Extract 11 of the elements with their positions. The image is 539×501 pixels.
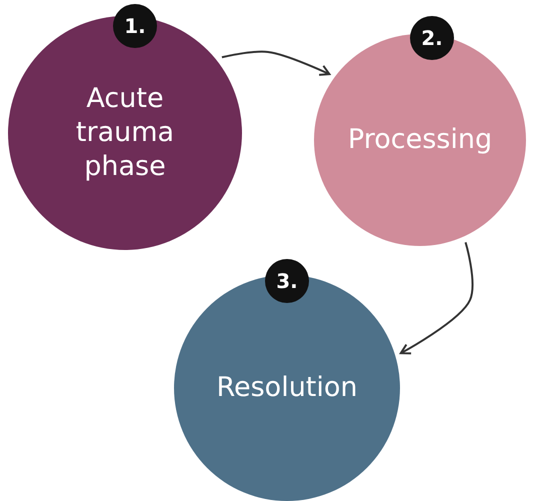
step-number-badge bbox=[410, 16, 454, 60]
step-number: 3. bbox=[276, 268, 298, 294]
curved-arrow bbox=[222, 50, 330, 76]
step-number: 2. bbox=[421, 26, 443, 50]
curved-arrow bbox=[400, 242, 474, 354]
stage-label: Acute trauma phase bbox=[74, 82, 176, 184]
stage-label: Resolution bbox=[216, 371, 358, 405]
step-number-badge bbox=[265, 259, 309, 303]
step-number-badge bbox=[113, 4, 157, 48]
step-number: 1. bbox=[124, 14, 146, 38]
stage-label: Processing bbox=[348, 123, 492, 157]
